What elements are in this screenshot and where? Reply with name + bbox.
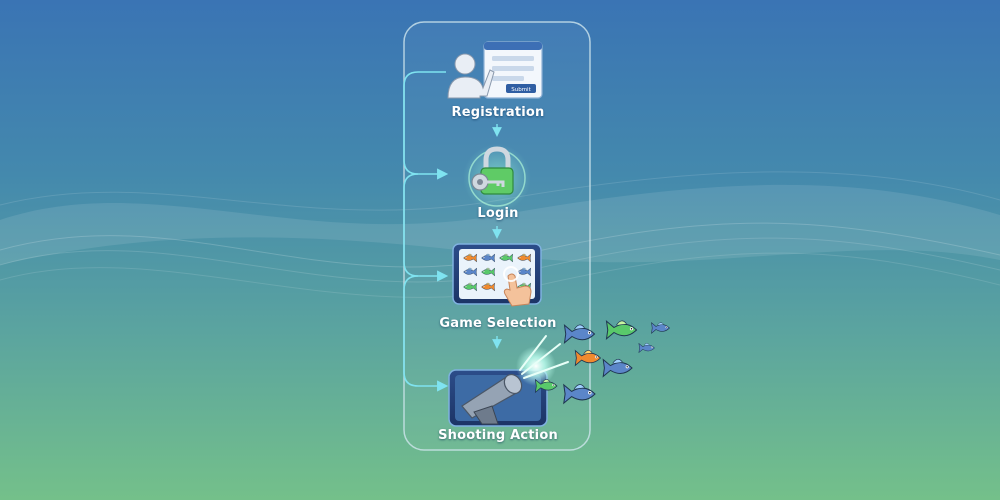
fish-icon <box>563 324 596 344</box>
step-label-registration: Registration <box>451 105 545 120</box>
fish-icon <box>563 383 596 405</box>
fish-icon <box>463 253 477 263</box>
registration-form-icon: Submit <box>447 41 543 99</box>
padlock-key-icon <box>463 144 531 212</box>
fish-icon <box>481 282 495 292</box>
svg-text:Submit: Submit <box>511 87 531 93</box>
fish-swarm <box>534 320 670 405</box>
fish-game-grid-icon <box>452 243 542 307</box>
fish-icon <box>463 267 477 277</box>
fish-icon <box>481 267 495 277</box>
fish-icon <box>481 253 495 263</box>
step-label-game-selection: Game Selection <box>439 316 557 331</box>
fish-icon <box>602 358 633 378</box>
fish-cannon-icon <box>448 335 569 427</box>
fish-icon <box>574 349 602 367</box>
step-label-shooting-action: Shooting Action <box>438 428 558 443</box>
fish-icon <box>517 267 531 277</box>
fish-icon <box>638 342 655 354</box>
feedback-connector <box>403 71 449 392</box>
fish-icon <box>517 253 531 263</box>
fish-icon <box>605 320 638 340</box>
fish-icon <box>463 282 477 292</box>
fish-icon <box>651 322 670 334</box>
step-label-login: Login <box>477 206 519 221</box>
fish-icon <box>534 378 558 394</box>
fish-icon <box>499 253 513 263</box>
